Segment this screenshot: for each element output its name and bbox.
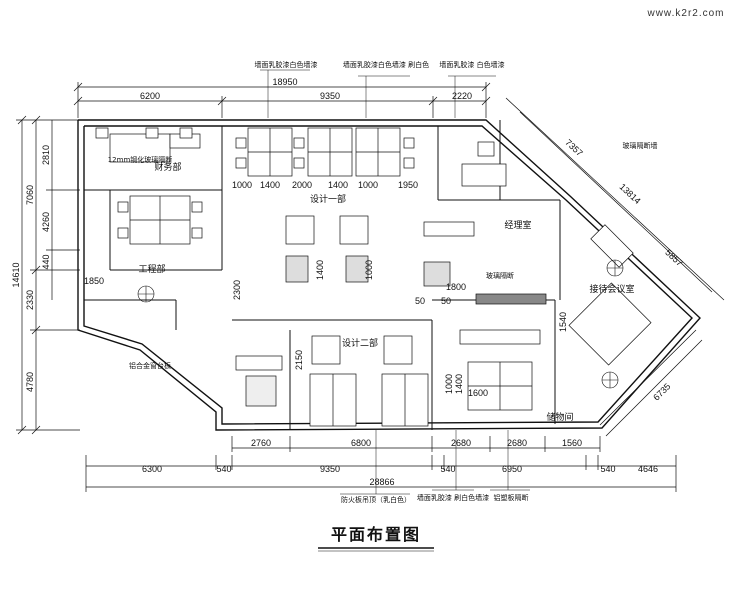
room-storage: 储物间 bbox=[546, 411, 573, 423]
dim-misc-1: 1400 bbox=[315, 260, 325, 280]
plant-icons bbox=[137, 259, 624, 389]
annot-bottom-b: 墙面乳胶漆 刷白色墙漆 bbox=[417, 493, 489, 502]
annot-top-c: 墙面乳胶漆 白色墙漆 bbox=[439, 60, 504, 69]
annot-top-b: 墙面乳胶漆白色墙漆 刷白色 bbox=[343, 60, 429, 69]
dim-top-seg1: 6200 bbox=[140, 91, 160, 101]
dim-bottom-r1-4: 2680 bbox=[507, 438, 527, 448]
dim-desk-3: 2000 bbox=[292, 180, 312, 190]
room-design1: 设计一部 bbox=[310, 193, 346, 205]
top-leaders bbox=[260, 69, 496, 118]
dim-bottom-r2-1: 6300 bbox=[142, 464, 162, 474]
dim-right-diag-b: 5857 bbox=[663, 247, 684, 268]
annot-meeting: 玻璃隔断墙 bbox=[623, 141, 658, 150]
dim-desk-1: 1000 bbox=[232, 180, 252, 190]
room-meeting: 接待会议室 bbox=[589, 283, 634, 295]
dim-left-lower-a: 2330 bbox=[25, 290, 35, 310]
dim-misc-9: 50 bbox=[415, 296, 425, 306]
dim-bottom-r2-5: 6950 bbox=[502, 464, 522, 474]
dim-right-side: 1540 bbox=[558, 312, 568, 332]
furniture bbox=[95, 127, 652, 427]
bottom-dimensions bbox=[85, 436, 677, 492]
dim-left-inner-4: 1850 bbox=[84, 276, 104, 286]
bottom-leaders bbox=[340, 430, 530, 495]
dim-desk-5: 1000 bbox=[358, 180, 378, 190]
room-manager: 经理室 bbox=[504, 219, 531, 231]
dim-misc-6: 1400 bbox=[454, 374, 464, 394]
dim-left-inner-1: 2810 bbox=[41, 145, 51, 165]
dim-misc-5: 1600 bbox=[468, 388, 488, 398]
annot-top-a: 墙面乳胶漆白色墙漆 bbox=[255, 60, 318, 69]
dim-misc-7: 2300 bbox=[232, 280, 242, 300]
dim-bottom-r2-7: 4646 bbox=[638, 464, 658, 474]
dim-misc-4: 1000 bbox=[444, 374, 454, 394]
dim-bottom-r1-2: 6800 bbox=[351, 438, 371, 448]
annot-bottom-a: 防火板吊顶（乳白色） bbox=[341, 495, 411, 504]
dim-bottom-r1-5: 1560 bbox=[562, 438, 582, 448]
dim-right-lower: 6735 bbox=[651, 381, 672, 402]
dim-top-seg3: 2220 bbox=[452, 91, 472, 101]
annot-finance: 12mm钢化玻璃隔断 bbox=[108, 155, 173, 164]
dim-bottom-r2-6: 540 bbox=[600, 464, 615, 474]
room-finance: 财务部 bbox=[154, 161, 181, 173]
dim-top-overall: 18950 bbox=[272, 77, 297, 87]
dim-bottom-r2-3: 9350 bbox=[320, 464, 340, 474]
dim-bottom-r1-3: 2680 bbox=[451, 438, 471, 448]
dim-misc-2: 1800 bbox=[446, 282, 466, 292]
dim-left-inner-3: 440 bbox=[41, 254, 51, 269]
dim-left-upper: 7060 bbox=[25, 185, 35, 205]
dim-right-diag-overall: 13814 bbox=[617, 182, 642, 206]
right-dimensions bbox=[505, 97, 725, 437]
dim-desk-6: 1950 bbox=[398, 180, 418, 190]
dim-misc-8: 1000 bbox=[364, 260, 374, 280]
left-dimensions bbox=[16, 115, 80, 435]
room-engineering: 工程部 bbox=[138, 263, 165, 275]
dim-left-lower-b: 4780 bbox=[25, 372, 35, 392]
dim-bottom-r2-4: 540 bbox=[440, 464, 455, 474]
dim-bottom-overall: 28866 bbox=[369, 477, 394, 487]
top-dimensions bbox=[73, 82, 491, 118]
dim-misc-10: 50 bbox=[441, 296, 451, 306]
annot-bottom-c: 铝塑板隔断 bbox=[494, 493, 529, 502]
watermark: www.k2r2.com bbox=[646, 8, 724, 19]
dim-top-seg2: 9350 bbox=[320, 91, 340, 101]
room-design2: 设计二部 bbox=[342, 337, 378, 349]
annot-storage: 玻璃隔断 bbox=[486, 271, 514, 280]
dim-misc-3: 2150 bbox=[294, 350, 304, 370]
dim-desk-2: 1400 bbox=[260, 180, 280, 190]
plan-title: 平面布置图 bbox=[331, 525, 421, 544]
dim-desk-4: 1400 bbox=[328, 180, 348, 190]
dim-left-overall: 14610 bbox=[11, 262, 21, 287]
dim-bottom-r2-2: 540 bbox=[216, 464, 231, 474]
dim-left-inner-2: 4260 bbox=[41, 212, 51, 232]
dim-bottom-r1-1: 2760 bbox=[251, 438, 271, 448]
annot-lobby: 铝合金窗台板 bbox=[129, 361, 171, 370]
